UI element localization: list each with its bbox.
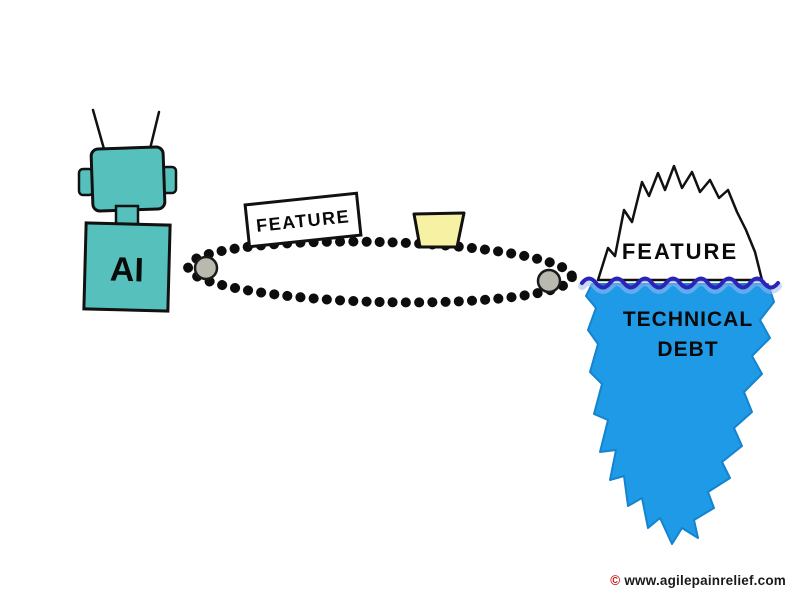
robot-label: AI bbox=[109, 251, 144, 290]
robot-head bbox=[89, 145, 167, 213]
robot-body bbox=[82, 221, 172, 313]
iceberg-figure: FEATURE TECHNICAL DEBT bbox=[578, 164, 782, 545]
feature-crate bbox=[412, 211, 466, 249]
copyright-site: www.agilepainrelief.com bbox=[624, 573, 786, 588]
robot-antenna-right bbox=[148, 110, 161, 151]
iceberg-below-water bbox=[585, 283, 775, 545]
waterline bbox=[580, 276, 780, 290]
iceberg-below-label-line2: DEBT bbox=[657, 338, 718, 361]
belt-chain bbox=[183, 236, 577, 308]
feature-sign-board bbox=[243, 191, 363, 249]
belt-roller-right bbox=[536, 268, 562, 294]
copyright: ©www.agilepainrelief.com bbox=[610, 573, 786, 588]
iceberg-above-water bbox=[596, 164, 764, 282]
copyright-symbol: © bbox=[610, 573, 621, 588]
iceberg-below-label-line1: TECHNICAL bbox=[623, 308, 753, 331]
iceberg-above-label: FEATURE bbox=[622, 239, 738, 264]
feature-sign: FEATURE bbox=[243, 191, 363, 249]
conveyor-belt bbox=[183, 236, 577, 308]
belt-roller-left bbox=[193, 255, 219, 281]
robot-antenna-left bbox=[91, 108, 106, 151]
ai-robot: AI bbox=[77, 108, 178, 313]
